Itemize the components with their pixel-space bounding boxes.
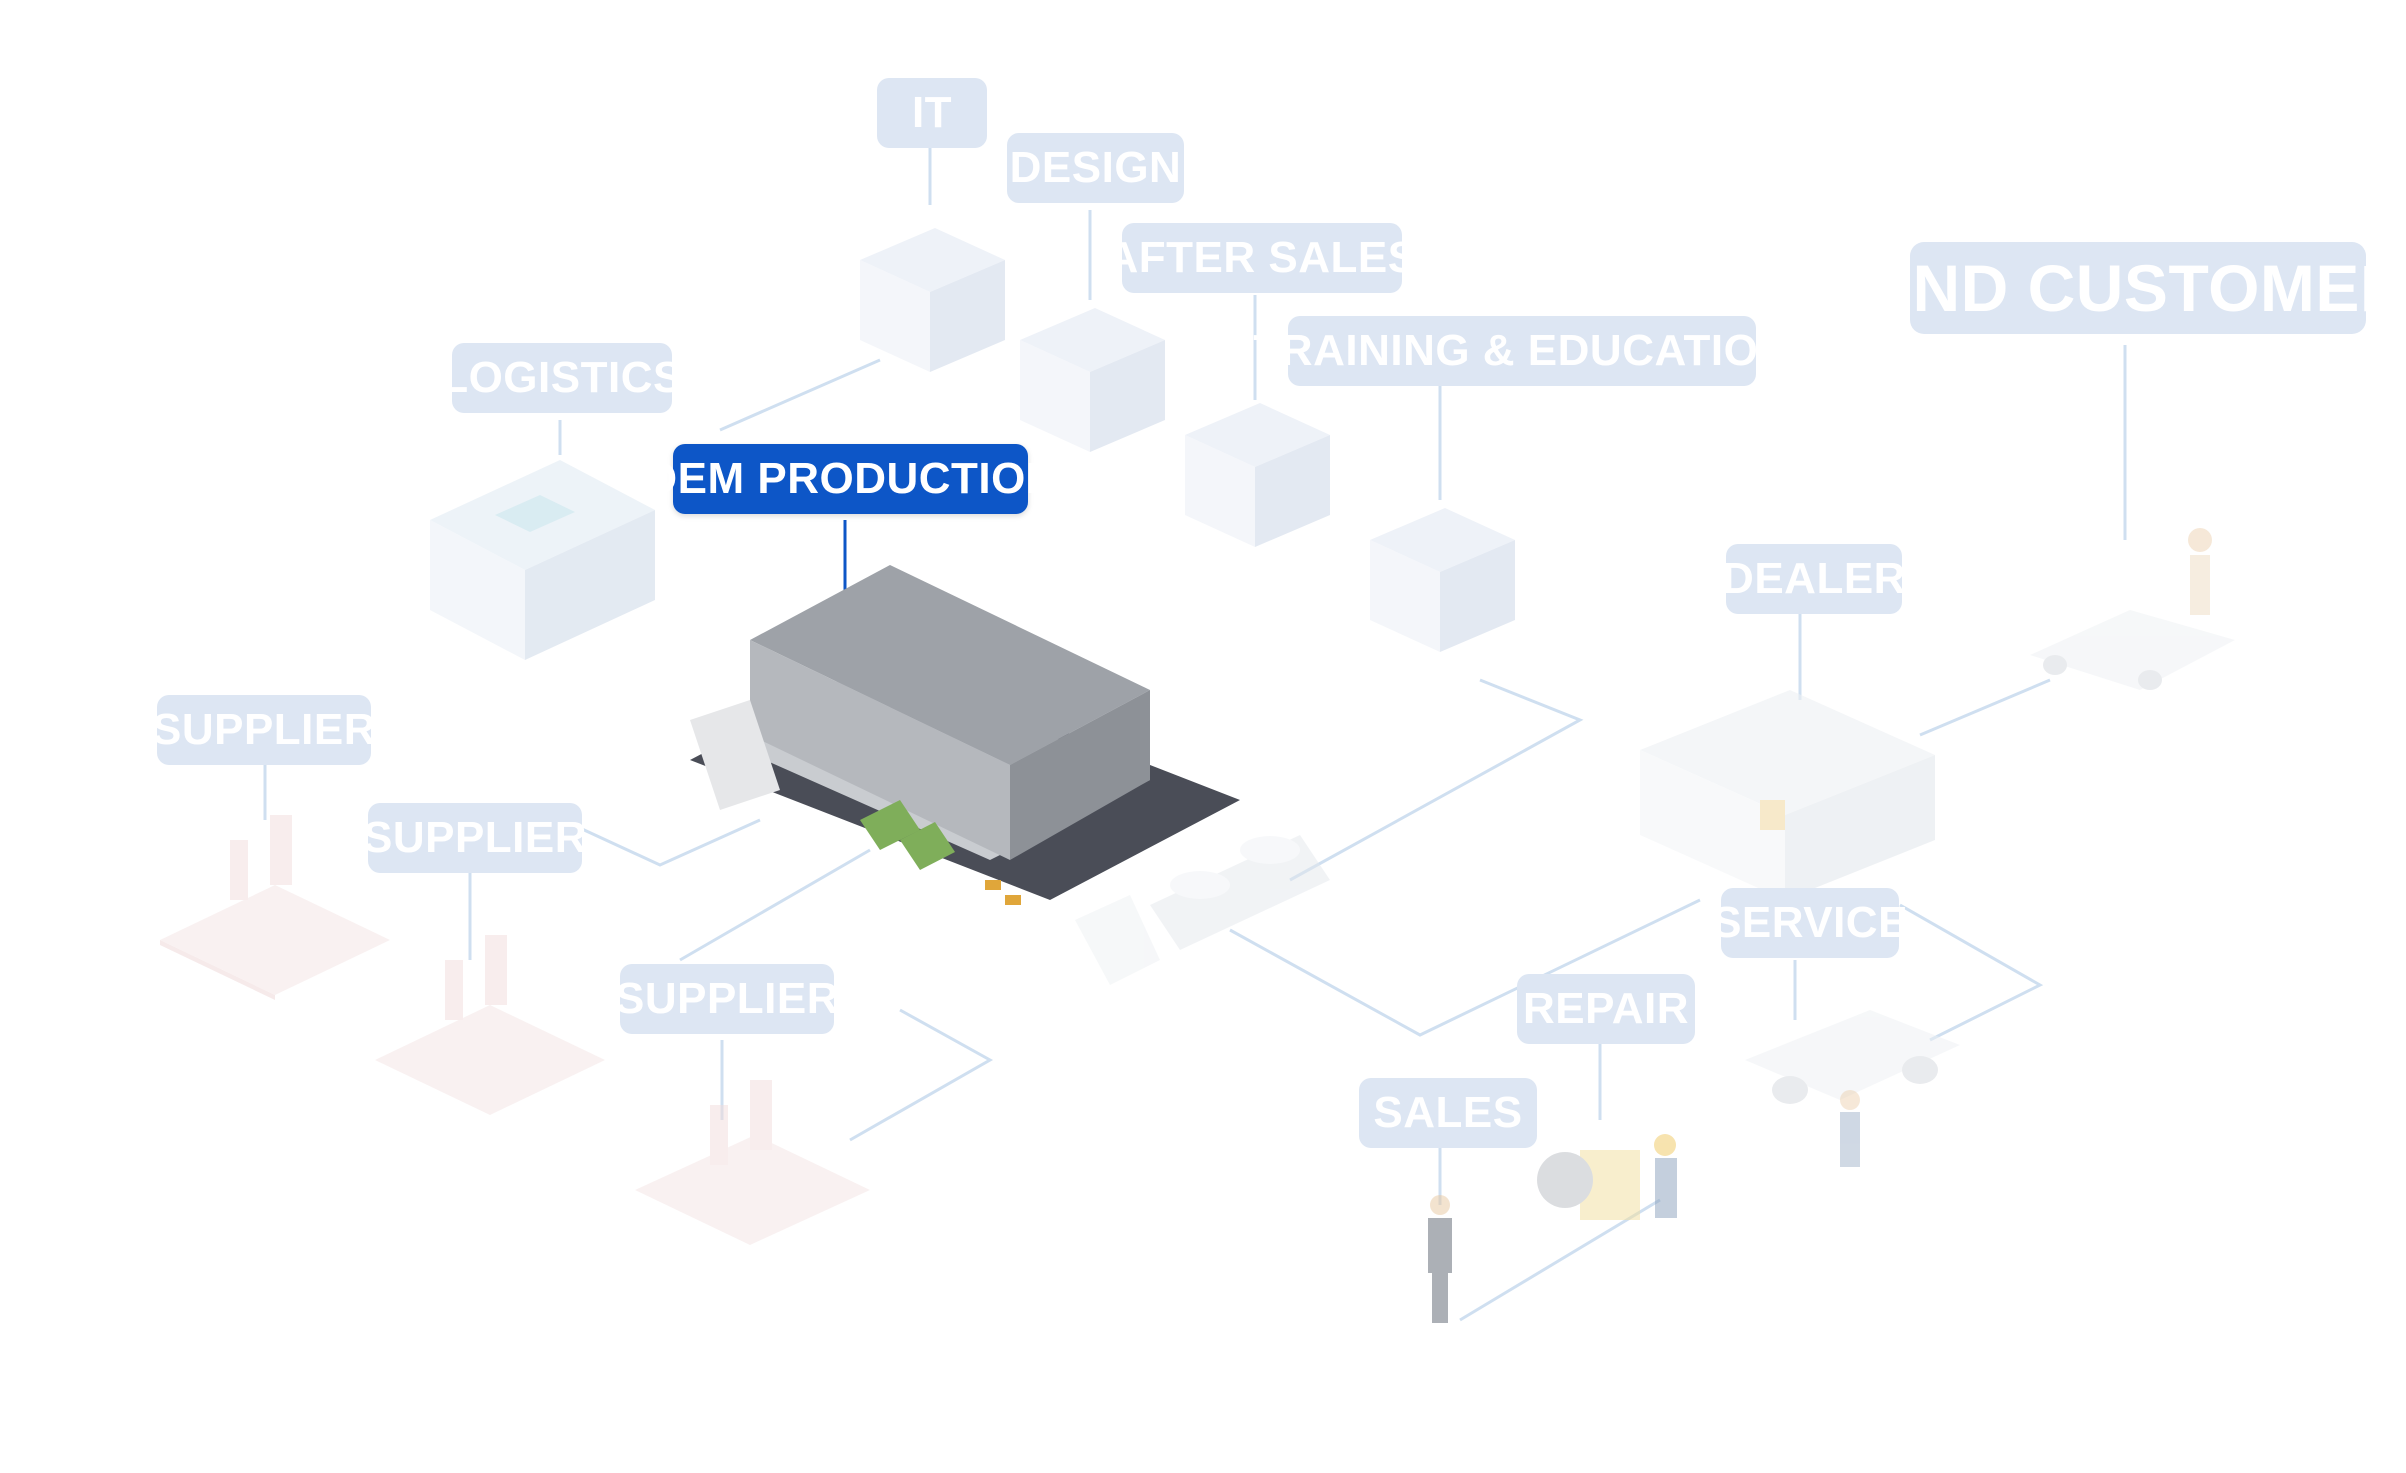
service-car-icon bbox=[1745, 1010, 1960, 1104]
training-building-icon bbox=[1370, 508, 1515, 652]
repair-station-icon bbox=[1537, 1134, 1677, 1220]
customer-person-icon bbox=[2188, 528, 2212, 615]
node-supplier-2[interactable]: SUPPLIER bbox=[363, 803, 587, 873]
it-building-icon bbox=[860, 228, 1005, 372]
node-end-customer[interactable]: END CUSTOMER bbox=[1868, 242, 2406, 334]
node-after-sales[interactable]: AFTER SALES bbox=[1106, 223, 1417, 293]
car-carrier-truck-icon bbox=[1075, 835, 1330, 985]
node-oem-production[interactable]: OEM PRODUCTION bbox=[643, 444, 1058, 514]
connector-lines bbox=[263, 148, 2127, 1322]
node-supplier-3[interactable]: SUPPLIER bbox=[615, 964, 839, 1034]
node-sales[interactable]: SALES bbox=[1359, 1078, 1537, 1148]
node-dealer[interactable]: DEALER bbox=[1722, 544, 1905, 614]
sales-person-icon bbox=[1428, 1195, 1452, 1323]
design-building-icon bbox=[1020, 308, 1165, 452]
end-customer-car-icon bbox=[2030, 610, 2235, 690]
supplier-factory-3-icon bbox=[635, 1080, 870, 1245]
logistics-building-icon bbox=[430, 460, 655, 660]
mechanic-icon bbox=[1840, 1090, 1860, 1167]
node-training-education[interactable]: TRAINING & EDUCATION bbox=[1253, 316, 1790, 386]
node-it[interactable]: IT bbox=[877, 78, 987, 148]
node-repair[interactable]: REPAIR bbox=[1517, 974, 1695, 1044]
oem-production-plant-icon bbox=[690, 565, 1240, 905]
node-design[interactable]: DESIGN bbox=[1007, 133, 1184, 203]
supplier-factory-1-icon bbox=[160, 815, 390, 1000]
node-service[interactable]: SERVICE bbox=[1712, 888, 1907, 958]
supplier-factory-2-icon bbox=[375, 935, 605, 1115]
after-sales-building-icon bbox=[1185, 403, 1330, 547]
dealer-building-icon bbox=[1640, 690, 1935, 900]
node-logistics[interactable]: LOGISTICS bbox=[441, 343, 682, 413]
node-supplier-1[interactable]: SUPPLIER bbox=[152, 695, 376, 765]
